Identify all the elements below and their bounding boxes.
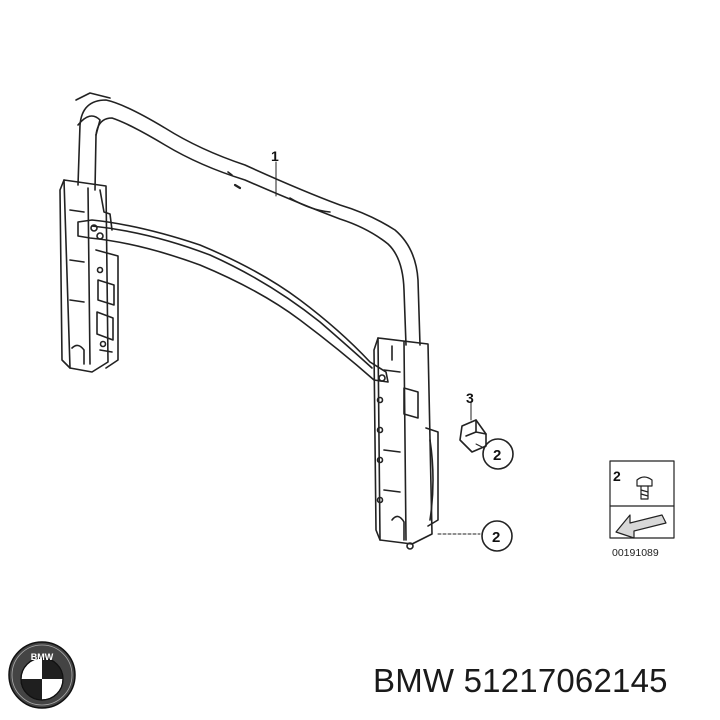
screw-legend-box bbox=[609, 460, 675, 539]
bmw-logo bbox=[8, 641, 76, 709]
screw-icon bbox=[636, 476, 653, 500]
callout-3: 3 bbox=[466, 390, 474, 406]
right-post bbox=[373, 337, 439, 550]
callout-circle-2-bottom bbox=[481, 520, 513, 552]
callout-circle-2-clip bbox=[482, 438, 514, 470]
callout-1: 1 bbox=[271, 148, 279, 164]
legend-number: 2 bbox=[613, 468, 621, 484]
leader-lines bbox=[275, 161, 485, 535]
logo-lettering: BMW bbox=[31, 652, 54, 662]
arrow-icon bbox=[615, 514, 667, 539]
callout-2-clip: 2 bbox=[493, 447, 501, 464]
callout-2-bottom: 2 bbox=[492, 529, 500, 546]
left-post bbox=[59, 179, 119, 373]
roll-bar-frame bbox=[75, 92, 421, 346]
drawing-code: 00191089 bbox=[612, 547, 659, 559]
part-number-caption: BMW 51217062145 bbox=[373, 662, 668, 699]
diagonal-brace bbox=[77, 219, 389, 383]
